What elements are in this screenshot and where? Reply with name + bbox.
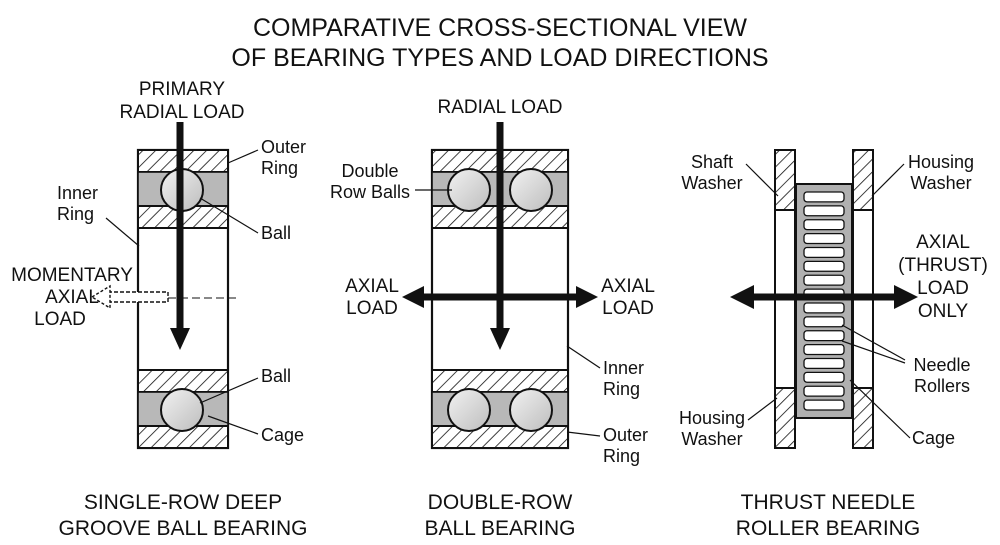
housing-washer-bottom-leader [747, 397, 778, 421]
single-row-ball-bottom-label: Ball [261, 366, 291, 386]
needle-rollers-leader-1 [841, 324, 906, 361]
double-row-bearing: RADIAL LOAD Double Row Balls AXIAL LOAD … [330, 97, 655, 540]
double-row-ball-bottom-left [447, 388, 491, 432]
double-row-balls-label-2: Row Balls [330, 182, 410, 202]
single-row-outer-ring-label-1: Outer [261, 137, 306, 157]
single-row-ball-top-label: Ball [261, 223, 291, 243]
single-row-inner-ring-leader [105, 217, 140, 247]
single-row-cage-leader [207, 415, 259, 435]
needle-roller [803, 246, 845, 259]
double-row-inner-ring-bottom [431, 369, 569, 393]
single-row-ball-bottom-leader [199, 377, 259, 404]
needle-roller [803, 274, 845, 286]
needle-rollers-label-2: Rollers [914, 376, 970, 396]
housing-washer-bottom-left [774, 387, 796, 449]
needle-rollers [803, 191, 845, 411]
needle-roller [803, 385, 845, 397]
single-row-radial-load-arrow-head [170, 328, 190, 350]
single-row-ball-top-leader [199, 197, 259, 234]
needle-roller [803, 232, 845, 245]
momentary-axial-load-label-1: MOMENTARY [11, 265, 133, 286]
needle-roller [803, 371, 845, 383]
double-row-axial-right-label-1: AXIAL [601, 276, 655, 297]
needle-roller [803, 343, 845, 356]
single-row-inner-ring-label-1: Inner [57, 183, 98, 203]
single-row-bearing: PRIMARY RADIAL LOAD Outer Ring Inner Rin… [11, 79, 307, 540]
thrust-cage-leader [849, 379, 911, 439]
double-row-axial-right-label-2: LOAD [602, 298, 654, 319]
housing-washer-top-leader [871, 163, 905, 197]
thrust-axial-load-label-3: LOAD [917, 278, 969, 299]
double-row-outer-ring-label-1: Outer [603, 425, 648, 445]
needle-roller [803, 399, 845, 411]
needle-roller [803, 330, 845, 342]
shaft-washer-top [774, 149, 796, 211]
thrust-caption-2: ROLLER BEARING [736, 517, 920, 540]
title-line-1: COMPARATIVE CROSS-SECTIONAL VIEW [253, 14, 747, 42]
double-row-outer-ring-leader [566, 431, 601, 437]
double-row-caption-2: BALL BEARING [425, 517, 576, 540]
double-row-axial-load-arrow-right-head [576, 286, 598, 308]
single-row-caption-2: GROOVE BALL BEARING [59, 517, 308, 540]
momentary-axial-load-label-3: LOAD [34, 309, 86, 330]
thrust-axial-load-label-1: AXIAL [916, 232, 970, 253]
housing-washer-top-label-1: Housing [908, 152, 974, 172]
momentary-axial-arrow-shaft [107, 291, 169, 303]
needle-roller [803, 260, 845, 272]
double-row-ball-top-left [447, 168, 491, 212]
single-row-caption-1: SINGLE-ROW DEEP [84, 491, 282, 514]
housing-washer-bottom-label-1: Housing [679, 408, 745, 428]
double-row-inner-ring-leader [566, 345, 601, 369]
thrust-needle-bearing: Shaft Washer Housing Washer AXIAL (THRUS… [679, 149, 988, 540]
housing-washer-top-label-2: Washer [910, 173, 971, 193]
double-row-axial-left-label-1: AXIAL [345, 276, 399, 297]
double-row-outer-ring-label-2: Ring [603, 446, 640, 466]
needle-roller [803, 191, 845, 203]
double-row-axial-left-label-2: LOAD [346, 298, 398, 319]
double-row-radial-load-arrow-head [490, 328, 510, 350]
needle-roller [803, 205, 845, 217]
needle-rollers-label-1: Needle [913, 355, 970, 375]
momentary-axial-arrow-head [90, 284, 111, 310]
needle-rollers-leader-2 [841, 340, 906, 364]
housing-washer-bottom-label-2: Washer [681, 429, 742, 449]
needle-roller [803, 316, 845, 328]
shaft-washer-leader [745, 163, 779, 197]
single-row-ball-bottom [160, 388, 204, 432]
thrust-axial-load-arrow-left-head [730, 285, 754, 309]
primary-radial-load-label-1: PRIMARY [139, 79, 226, 100]
single-row-cage-label: Cage [261, 425, 304, 445]
needle-roller [803, 302, 845, 314]
single-row-outer-ring-leader [227, 149, 259, 164]
double-row-inner-ring-label-2: Ring [603, 379, 640, 399]
thrust-caption-1: THRUST NEEDLE [741, 491, 916, 514]
shaft-washer-label-2: Washer [681, 173, 742, 193]
shaft-washer-label-1: Shaft [691, 152, 733, 172]
title-line-2: OF BEARING TYPES AND LOAD DIRECTIONS [231, 44, 768, 72]
single-row-inner-ring-label-2: Ring [57, 204, 94, 224]
double-row-axial-load-arrow-left-head [402, 286, 424, 308]
double-row-radial-load-label: RADIAL LOAD [438, 97, 563, 118]
diagram-title: COMPARATIVE CROSS-SECTIONAL VIEW OF BEAR… [231, 14, 768, 72]
needle-roller [803, 219, 845, 231]
double-row-ball-top-right [509, 168, 553, 212]
needle-roller [803, 357, 845, 370]
thrust-cage-label: Cage [912, 428, 955, 448]
double-row-inner-ring-label-1: Inner [603, 358, 644, 378]
thrust-axial-load-arrow-right-head [894, 285, 918, 309]
primary-radial-load-label-2: RADIAL LOAD [120, 102, 245, 123]
double-row-balls-label-1: Double [341, 161, 398, 181]
thrust-axial-load-label-4: ONLY [918, 301, 969, 322]
thrust-axial-load-label-2: (THRUST) [898, 255, 988, 276]
double-row-ball-bottom-right [509, 388, 553, 432]
single-row-outer-ring-label-2: Ring [261, 158, 298, 178]
housing-washer-bottom-right [852, 387, 874, 449]
housing-washer-top [852, 149, 874, 211]
double-row-outer-ring-bottom [431, 425, 569, 449]
double-row-caption-1: DOUBLE-ROW [428, 491, 573, 514]
momentary-axial-load-label-2: AXIAL [45, 287, 99, 308]
